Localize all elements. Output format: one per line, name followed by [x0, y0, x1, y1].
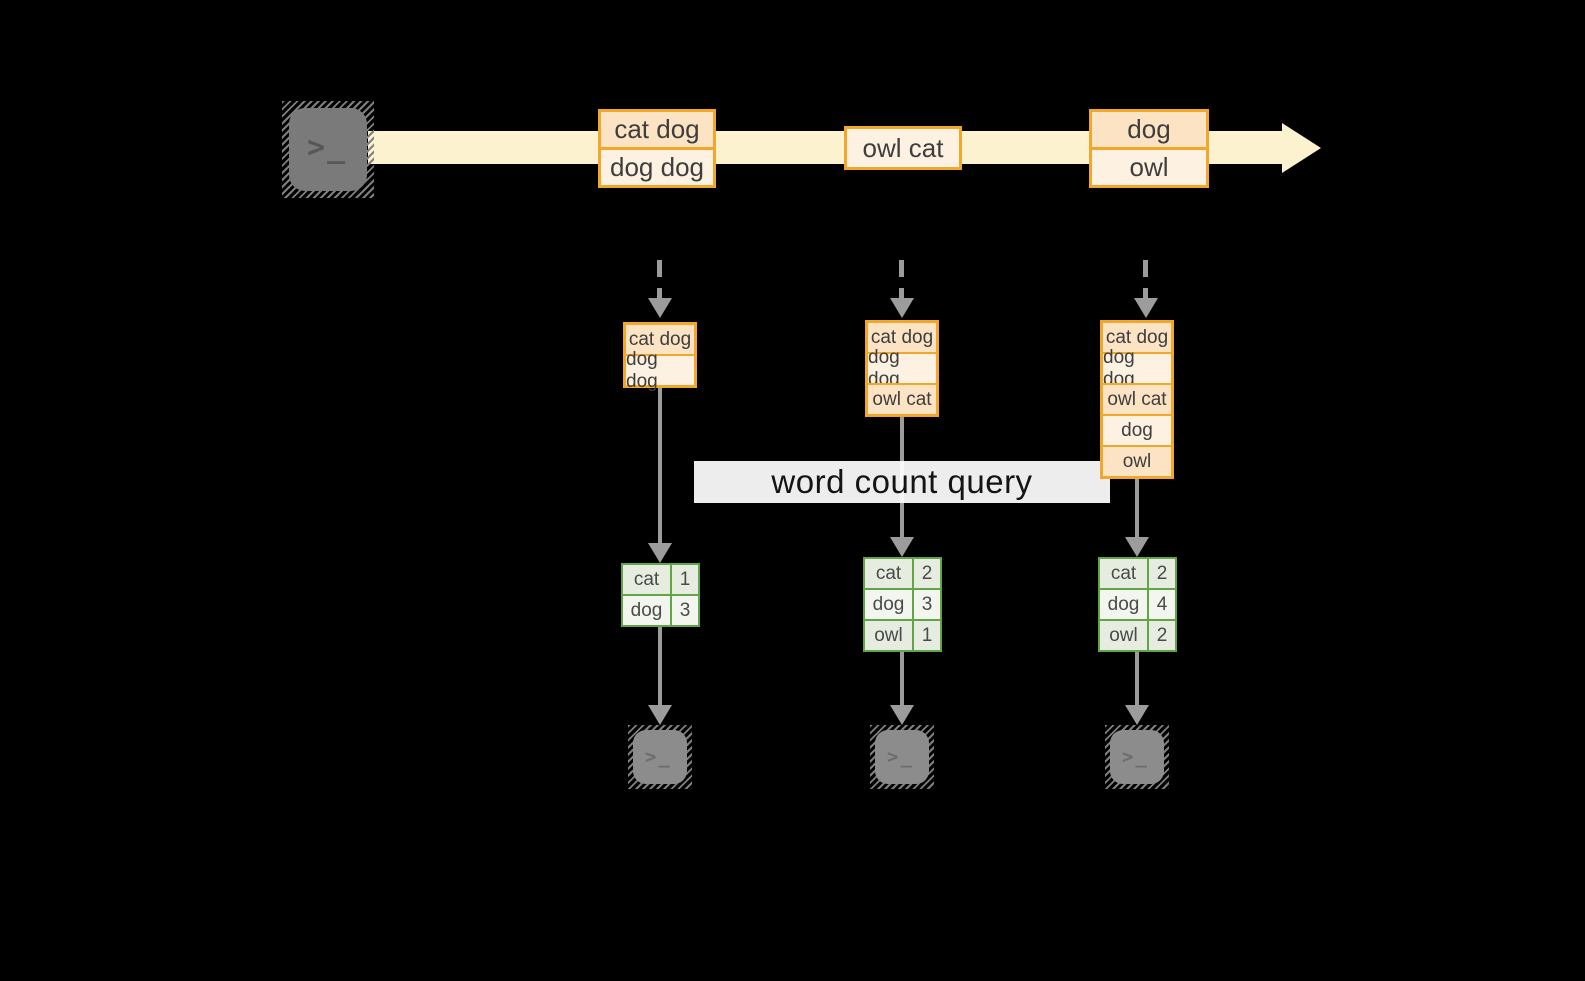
query-arrow-line: [1135, 479, 1139, 538]
word-cell: dog: [865, 590, 912, 619]
count-cell: 1: [672, 565, 698, 594]
stack-row: cat dog: [1103, 323, 1171, 352]
stack-row: dog dog: [868, 347, 936, 390]
batch-row: cat dog: [601, 112, 713, 147]
source-terminal-icon: >_: [282, 101, 374, 198]
stack-row: owl cat: [868, 383, 936, 414]
count-cell: 2: [914, 559, 940, 588]
sink-arrow-line: [658, 627, 662, 707]
word-cell: owl: [865, 621, 912, 650]
stack-row: cat dog: [868, 323, 936, 352]
sink-arrow-head-icon: [648, 705, 672, 725]
terminal-prompt-glyph: >_: [887, 746, 914, 768]
query-arrow-line: [658, 388, 662, 545]
stream-batch-1: cat dog dog dog: [598, 109, 716, 188]
count-table-3: cat 2 dog 4 owl 2: [1098, 557, 1177, 652]
stream-batch-2: owl cat: [844, 126, 962, 170]
count-cell: 3: [672, 596, 698, 625]
count-cell: 2: [1149, 621, 1175, 650]
stream-batch-3: dog owl: [1089, 109, 1209, 188]
sink-terminal-icon: >_: [628, 725, 692, 789]
terminal-body: >_: [289, 108, 367, 191]
accumulated-input-1: cat dog dog dog: [623, 322, 697, 392]
count-table-1: cat 1 dog 3: [621, 563, 700, 627]
dashed-arrow-line: [1143, 260, 1148, 300]
word-cell: cat: [865, 559, 912, 588]
count-cell: 1: [914, 621, 940, 650]
batch-row: owl cat: [847, 129, 959, 167]
sink-terminal-icon: >_: [1105, 725, 1169, 789]
query-arrow-head-icon: [648, 543, 672, 563]
terminal-prompt-glyph: >_: [1122, 746, 1149, 768]
query-arrow-head-icon: [1125, 537, 1149, 557]
stack-row: cat dog: [626, 325, 694, 354]
sink-terminal-icon: >_: [870, 725, 934, 789]
dashed-arrow-line: [899, 260, 904, 300]
word-cell: owl: [1100, 621, 1147, 650]
terminal-body: >_: [1110, 730, 1164, 784]
accumulated-input-3: cat dog dog dog owl cat dog owl: [1100, 320, 1174, 479]
stream-arrow-head-icon: [1282, 123, 1321, 173]
query-arrow-head-icon: [890, 537, 914, 557]
count-cell: 4: [1149, 590, 1175, 619]
terminal-body: >_: [875, 730, 929, 784]
query-banner: word count query: [694, 461, 1110, 503]
dashed-arrow-line: [657, 260, 662, 300]
accumulated-input-2: cat dog dog dog owl cat: [865, 320, 939, 417]
word-cell: dog: [1100, 590, 1147, 619]
stack-row: dog dog: [626, 349, 694, 392]
word-cell: cat: [1100, 559, 1147, 588]
stack-row: owl cat: [1103, 383, 1171, 414]
batch-row: owl: [1092, 147, 1206, 185]
dashed-arrow-head-icon: [648, 298, 672, 318]
batch-row: dog: [1092, 112, 1206, 147]
count-cell: 2: [1149, 559, 1175, 588]
sink-arrow-line: [1135, 652, 1139, 707]
terminal-body: >_: [633, 730, 687, 784]
batch-row: dog dog: [601, 147, 713, 185]
word-cell: dog: [623, 596, 670, 625]
word-cell: cat: [623, 565, 670, 594]
query-banner-label: word count query: [771, 463, 1033, 500]
sink-arrow-head-icon: [1125, 705, 1149, 725]
stack-row: dog dog: [1103, 347, 1171, 390]
stack-row: dog: [1103, 414, 1171, 445]
count-table-2: cat 2 dog 3 owl 1: [863, 557, 942, 652]
terminal-prompt-glyph: >_: [307, 130, 348, 165]
sink-arrow-line: [900, 652, 904, 707]
count-cell: 3: [914, 590, 940, 619]
terminal-prompt-glyph: >_: [645, 746, 672, 768]
sink-arrow-head-icon: [890, 705, 914, 725]
dashed-arrow-head-icon: [890, 298, 914, 318]
dashed-arrow-head-icon: [1134, 298, 1158, 318]
stack-row: owl: [1103, 445, 1171, 476]
